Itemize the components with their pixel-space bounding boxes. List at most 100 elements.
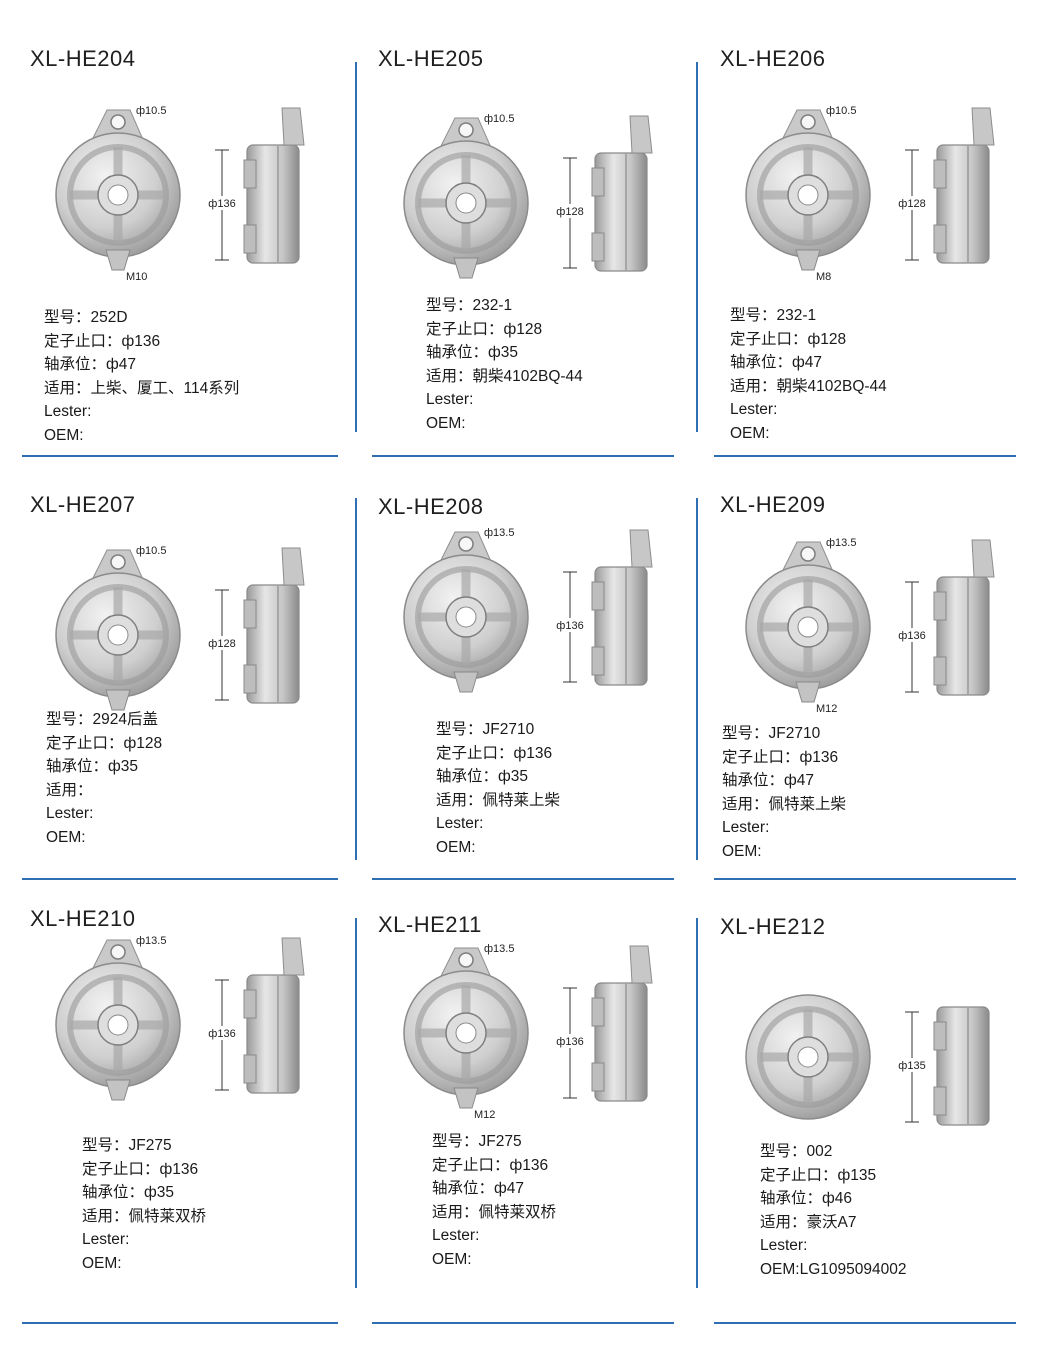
spec-line: OEM: (44, 426, 84, 444)
front-view: ф13.5 M12 (745, 537, 871, 715)
spec-line: 定子止口：ф136 (722, 748, 839, 766)
product-code: XL-HE206 (720, 46, 826, 71)
mounting-hole-icon (458, 952, 474, 968)
product-card-xl-he204: XL-HE204 (22, 42, 352, 452)
row-divider (372, 1322, 674, 1324)
hole-label: ф13.5 (826, 537, 856, 549)
thread-label: M8 (816, 271, 831, 283)
spec-line: OEM: (432, 1250, 472, 1268)
mounting-hole-icon (110, 114, 126, 130)
diameter-label: ф136 (898, 630, 925, 642)
product-photo: ф13.5 ф136 (403, 527, 653, 693)
side-view (243, 547, 305, 704)
spec-line: 定子止口：ф128 (730, 330, 847, 348)
spec-line: OEM: (436, 838, 476, 856)
product-code: XL-HE212 (720, 914, 826, 939)
product-card-xl-he211: XL-HE211 (370, 902, 700, 1312)
spec-line: 定子止口：ф128 (426, 320, 543, 338)
product-card-xl-he208: XL-HE208 (370, 490, 700, 900)
spec-line: 型号：JF275 (82, 1137, 172, 1154)
spec-line: 轴承位：ф46 (760, 1190, 852, 1207)
spec-line: 型号：JF2710 (722, 725, 821, 742)
column-divider (355, 498, 357, 860)
product-photo: ф10.5 ф128 (55, 545, 305, 711)
spec-line: 轴承位：ф35 (426, 344, 518, 361)
spec-line: 型号：JF2710 (436, 721, 535, 738)
diameter-label: ф135 (898, 1060, 925, 1072)
hole-label: ф13.5 (484, 943, 514, 955)
row-divider (714, 878, 1016, 880)
side-view (591, 945, 653, 1102)
spec-line: Lester: (730, 401, 778, 418)
product-card-xl-he207: XL-HE207 (22, 490, 352, 900)
side-view (591, 529, 653, 686)
thread-label: M10 (126, 271, 147, 283)
spec-line: 轴承位：ф47 (730, 354, 822, 371)
mounting-hole-icon (458, 122, 474, 138)
spec-line: 型号：002 (760, 1143, 833, 1160)
spec-line: 轴承位：ф35 (82, 1184, 174, 1201)
spec-line: 轴承位：ф35 (46, 758, 138, 775)
spec-line: 型号：JF275 (432, 1133, 522, 1150)
spec-line: 定子止口：ф136 (82, 1160, 199, 1178)
diameter-label: ф136 (556, 1036, 583, 1048)
spec-line: 型号：252D (44, 309, 128, 326)
spec-line: Lester: (426, 391, 474, 408)
spec-line: 轴承位：ф35 (436, 768, 528, 785)
spec-line: 适用：佩特莱上柴 (722, 795, 847, 813)
side-view (933, 1006, 990, 1126)
thread-label: M12 (816, 703, 837, 715)
spec-line: 定子止口：ф136 (436, 744, 553, 762)
mounting-hole-icon (110, 554, 126, 570)
product-code: XL-HE208 (378, 494, 484, 519)
spec-line: 轴承位：ф47 (722, 772, 814, 789)
spec-line: Lester: (722, 819, 770, 836)
spec-line: 适用：佩特莱双桥 (82, 1207, 207, 1225)
mounting-hole-icon (110, 944, 126, 960)
hole-label: ф13.5 (136, 935, 166, 947)
hole-label: ф13.5 (484, 527, 514, 539)
spec-line: OEM: (722, 842, 762, 860)
spec-line: 适用：佩特莱上柴 (436, 791, 561, 809)
mounting-hole-icon (800, 114, 816, 130)
hole-label: ф10.5 (136, 545, 166, 557)
side-view (933, 107, 995, 264)
column-divider (696, 918, 698, 1288)
product-photo: ф13.5 M12 ф136 (403, 943, 653, 1121)
column-divider (355, 62, 357, 432)
row-divider (22, 878, 338, 880)
row-divider (714, 1322, 1016, 1324)
front-view: ф10.5 M10 (55, 105, 181, 283)
front-view: ф10.5 (55, 545, 181, 711)
product-card-xl-he206: XL-HE206 (712, 42, 1040, 452)
spec-line: OEM: (730, 424, 770, 442)
row-divider (372, 455, 674, 457)
row-divider (714, 455, 1016, 457)
product-code: XL-HE210 (30, 906, 136, 931)
thread-label: M12 (474, 1109, 495, 1121)
row-divider (372, 878, 674, 880)
side-view (243, 937, 305, 1094)
spec-list: 型号：JF2710 定子止口：ф136 轴承位：ф47 适用：佩特莱上柴 Lester:… (722, 722, 846, 863)
spec-line: 定子止口：ф135 (760, 1166, 877, 1184)
diameter-label: ф136 (208, 1028, 235, 1040)
product-code: XL-HE205 (378, 46, 484, 71)
product-card-xl-he212: XL-HE212 (712, 902, 1040, 1312)
front-view: ф13.5 M12 (403, 943, 529, 1121)
product-card-xl-he205: XL-HE205 (370, 42, 700, 452)
row-divider (22, 1322, 338, 1324)
spec-line: 适用：朝柴4102BQ-44 (426, 367, 583, 385)
mounting-hole-icon (800, 546, 816, 562)
product-photo: ф13.5 M12 ф136 (745, 537, 995, 715)
spec-line: 适用：朝柴4102BQ-44 (730, 377, 887, 395)
hole-label: ф10.5 (136, 105, 166, 117)
front-view: ф13.5 (403, 527, 529, 693)
spec-line: OEM:LG1095094002 (760, 1260, 907, 1278)
product-card-xl-he210: XL-HE210 (22, 902, 352, 1312)
spec-line: 适用：豪沃A7 (760, 1213, 857, 1231)
side-view (591, 115, 653, 272)
